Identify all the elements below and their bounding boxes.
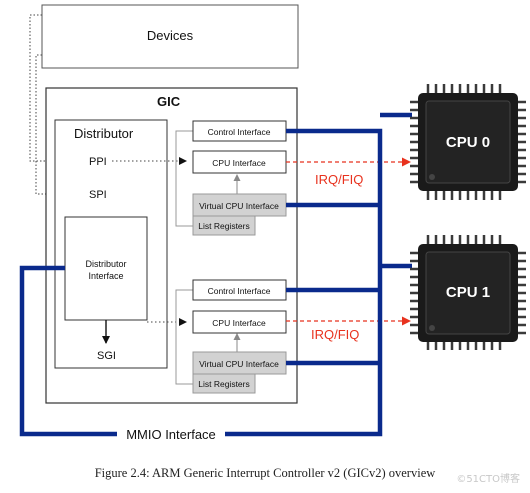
distributor-label: Distributor [74,126,134,141]
watermark: ©51CTO博客 [456,474,520,485]
cpu-interface-label-1: CPU Interface [212,318,266,328]
distributor-interface-line1: Distributor [85,259,126,269]
virtual-cpu-interface-label-0: Virtual CPU Interface [199,201,279,211]
list-registers-box-1 [192,373,256,394]
sgi-label: SGI [97,350,116,362]
control-interface-label-1: Control Interface [208,286,271,296]
cpu0-chip: CPU 0 [410,84,526,200]
ppi-label: PPI [89,156,107,168]
cpu1-die [425,251,511,335]
control-interface-label-0: Control Interface [208,127,271,137]
devices-label: Devices [147,28,194,43]
cpu-interface-box-1 [192,310,287,334]
mmio-label-bg [117,424,225,444]
cpu-interface-label-0: CPU Interface [212,158,266,168]
gic-label: GIC [157,94,181,109]
list-registers-box-0 [192,215,256,236]
mmio-label: MMIO Interface [126,427,216,442]
list-registers-label-1: List Registers [198,379,250,389]
irq-label-0: IRQ/FIQ [315,172,363,187]
spi-label: SPI [89,189,107,201]
bracket-1 [175,289,193,385]
distributor-interface-box [64,216,148,321]
cpu1-chip: CPU 1 [410,235,526,350]
virtual-cpu-interface-label-1: Virtual CPU Interface [199,359,279,369]
figure-caption: Figure 2.4: ARM Generic Interrupt Contro… [94,466,436,480]
distributor-interface-line2: Interface [88,271,123,281]
devices-box [41,4,299,69]
cpu0-label: CPU 0 [446,134,490,151]
cpu0-die [425,100,511,184]
bracket-0 [175,130,193,227]
cpu1-label: CPU 1 [446,284,490,301]
irq-label-1: IRQ/FIQ [311,327,359,342]
device-to-ppi-line [29,14,83,165]
list-registers-label-0: List Registers [198,221,250,231]
